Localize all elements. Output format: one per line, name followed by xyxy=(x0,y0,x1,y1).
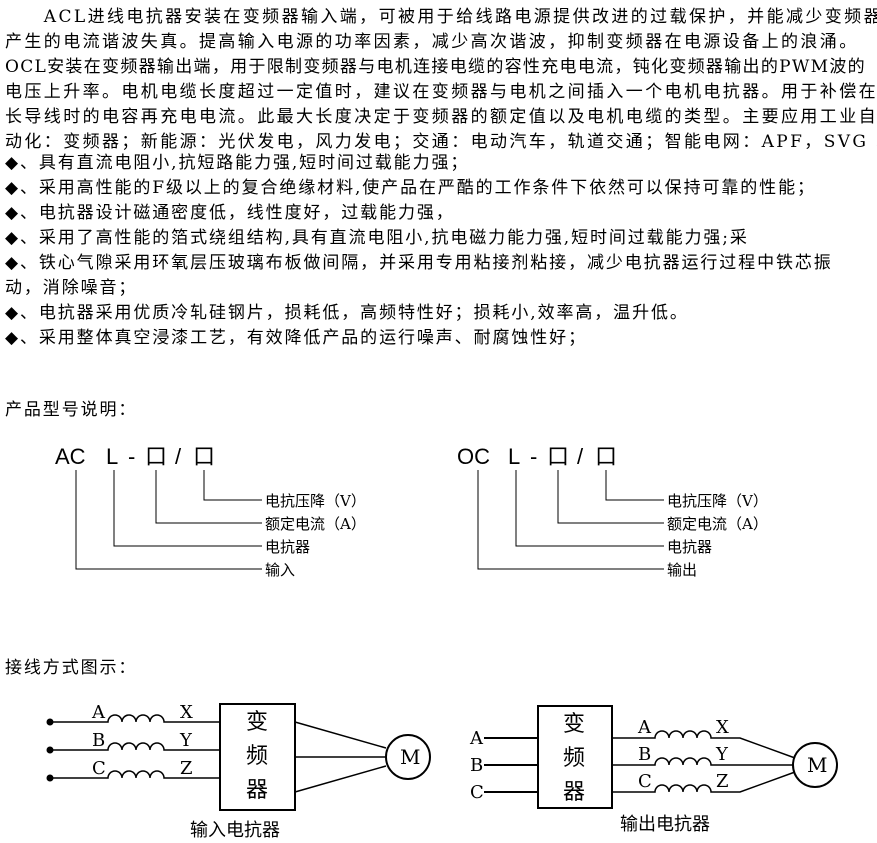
diagram-caption: 输出电抗器 xyxy=(620,814,710,835)
motor-icon xyxy=(792,742,838,788)
model-slash: / xyxy=(577,444,584,469)
intro-line: ACL进线电抗器安装在变频器输入端，可被用于给线路电源提供改进的过载保护，并能减… xyxy=(5,7,877,27)
phase-label: B xyxy=(638,744,651,765)
phase-label: B xyxy=(470,755,483,776)
model-code-output: OC L - 口 / 口 电抗压降（V） 额定电流（A） 电抗器 输出 xyxy=(457,444,768,579)
label-rated-current: 额定电流（A） xyxy=(265,515,366,533)
intro-line: OCL安装在变频器输出端，用于限制变频器与电机连接电缆的容性充电电流，钝化变频器… xyxy=(5,57,866,77)
converter-box xyxy=(537,705,613,809)
phase-label: B xyxy=(92,730,105,751)
label-reactor: 电抗器 xyxy=(265,538,310,556)
wiring-output-reactor: A B C A B C X Y Z 变 频 器 M 输出电抗器 xyxy=(469,705,838,835)
converter-label: 频 xyxy=(246,744,268,769)
model-l: L xyxy=(508,444,520,469)
converter-label: 变 xyxy=(563,712,585,737)
converter-label: 器 xyxy=(563,780,585,805)
model-prefix: AC xyxy=(55,444,86,469)
phase-label: A xyxy=(469,728,484,749)
converter-label: 变 xyxy=(246,710,268,735)
label-voltage-drop: 电抗压降（V） xyxy=(265,492,366,510)
current-box: 口 xyxy=(145,445,167,470)
feature-item: ◆、铁心气隙采用环氧层压玻璃布板做间隔，并采用专用粘接剂粘接，减少电抗器运行过程… xyxy=(5,253,833,273)
voltage-box: 口 xyxy=(193,445,215,470)
phase-label: C xyxy=(92,758,106,779)
model-slash: / xyxy=(175,444,182,469)
diagram-caption: 输入电抗器 xyxy=(190,820,280,841)
current-box: 口 xyxy=(547,445,569,470)
converter-label: 频 xyxy=(563,746,585,771)
label-voltage-drop: 电抗压降（V） xyxy=(667,492,768,510)
feature-item: ◆、具有直流电阻小,抗短路能力强,短时间过载能力强； xyxy=(5,153,470,173)
label-input: 输入 xyxy=(265,561,295,579)
wiring-input-reactor: A B C X Y Z 变 频 器 M 输入电抗器 xyxy=(46,702,431,841)
phase-label: C xyxy=(638,771,652,792)
phase-label: Z xyxy=(716,771,729,792)
feature-item: ◆、电抗器设计磁通密度低，线性度好，过载能力强， xyxy=(5,203,455,223)
motor-label: M xyxy=(807,753,827,777)
feature-item: ◆、采用整体真空浸漆工艺，有效降低产品的运行噪声、耐腐蚀性好； xyxy=(5,328,587,348)
model-dash: - xyxy=(530,444,537,469)
wiring-section-title: 接线方式图示： xyxy=(5,658,138,678)
intro-line: 电压上升率。电机电缆长度超过一定值时，建议在变频器与电机之间插入一个电机电抗器。… xyxy=(5,82,877,102)
model-dash: - xyxy=(128,444,135,469)
feature-item: ◆、采用高性能的F级以上的复合绝缘材料,使产品在严酷的工作条件下依然可以保持可靠… xyxy=(5,178,816,198)
phase-label: Y xyxy=(715,744,729,765)
phase-label: X xyxy=(716,717,729,738)
intro-line: 动化：变频器；新能源：光伏发电，风力发电；交通：电动汽车，轨道交通；智能电网：A… xyxy=(5,132,877,152)
phase-label: Z xyxy=(180,758,193,779)
model-l: L xyxy=(106,444,118,469)
phase-label: C xyxy=(470,782,484,803)
motor-icon xyxy=(385,734,431,780)
phase-label: X xyxy=(180,702,193,723)
model-code-input: AC L - 口 / 口 电抗压降（V） 额定电流（A） 电抗器 输入 xyxy=(55,444,366,579)
feature-item: ◆、采用了高性能的箔式绕组结构,具有直流电阻小,抗电磁力能力强,短时间过载能力强… xyxy=(5,228,749,248)
motor-label: M xyxy=(400,745,420,769)
label-rated-current: 额定电流（A） xyxy=(667,515,768,533)
model-section-title: 产品型号说明： xyxy=(5,400,138,420)
feature-item: 动，消除噪音； xyxy=(5,278,138,298)
label-reactor: 电抗器 xyxy=(667,538,712,556)
converter-label: 器 xyxy=(246,778,268,803)
phase-label: A xyxy=(91,702,106,723)
model-prefix: OC xyxy=(457,444,490,469)
intro-line: 长导线时的电容再充电电流。此最大长度决定于变频器的额定值以及电机电缆的类型。主要… xyxy=(5,107,877,127)
intro-line: 产生的电流谐波失真。提高输入电源的功率因素，减少高次谐波，抑制变频器在电源设备上… xyxy=(5,32,859,52)
voltage-box: 口 xyxy=(595,445,617,470)
phase-label: A xyxy=(637,717,652,738)
label-output: 输出 xyxy=(667,561,697,579)
feature-item: ◆、电抗器采用优质冷轧硅钢片，损耗低，高频特性好；损耗小,效率高，温升低。 xyxy=(5,303,689,323)
phase-label: Y xyxy=(179,730,193,751)
